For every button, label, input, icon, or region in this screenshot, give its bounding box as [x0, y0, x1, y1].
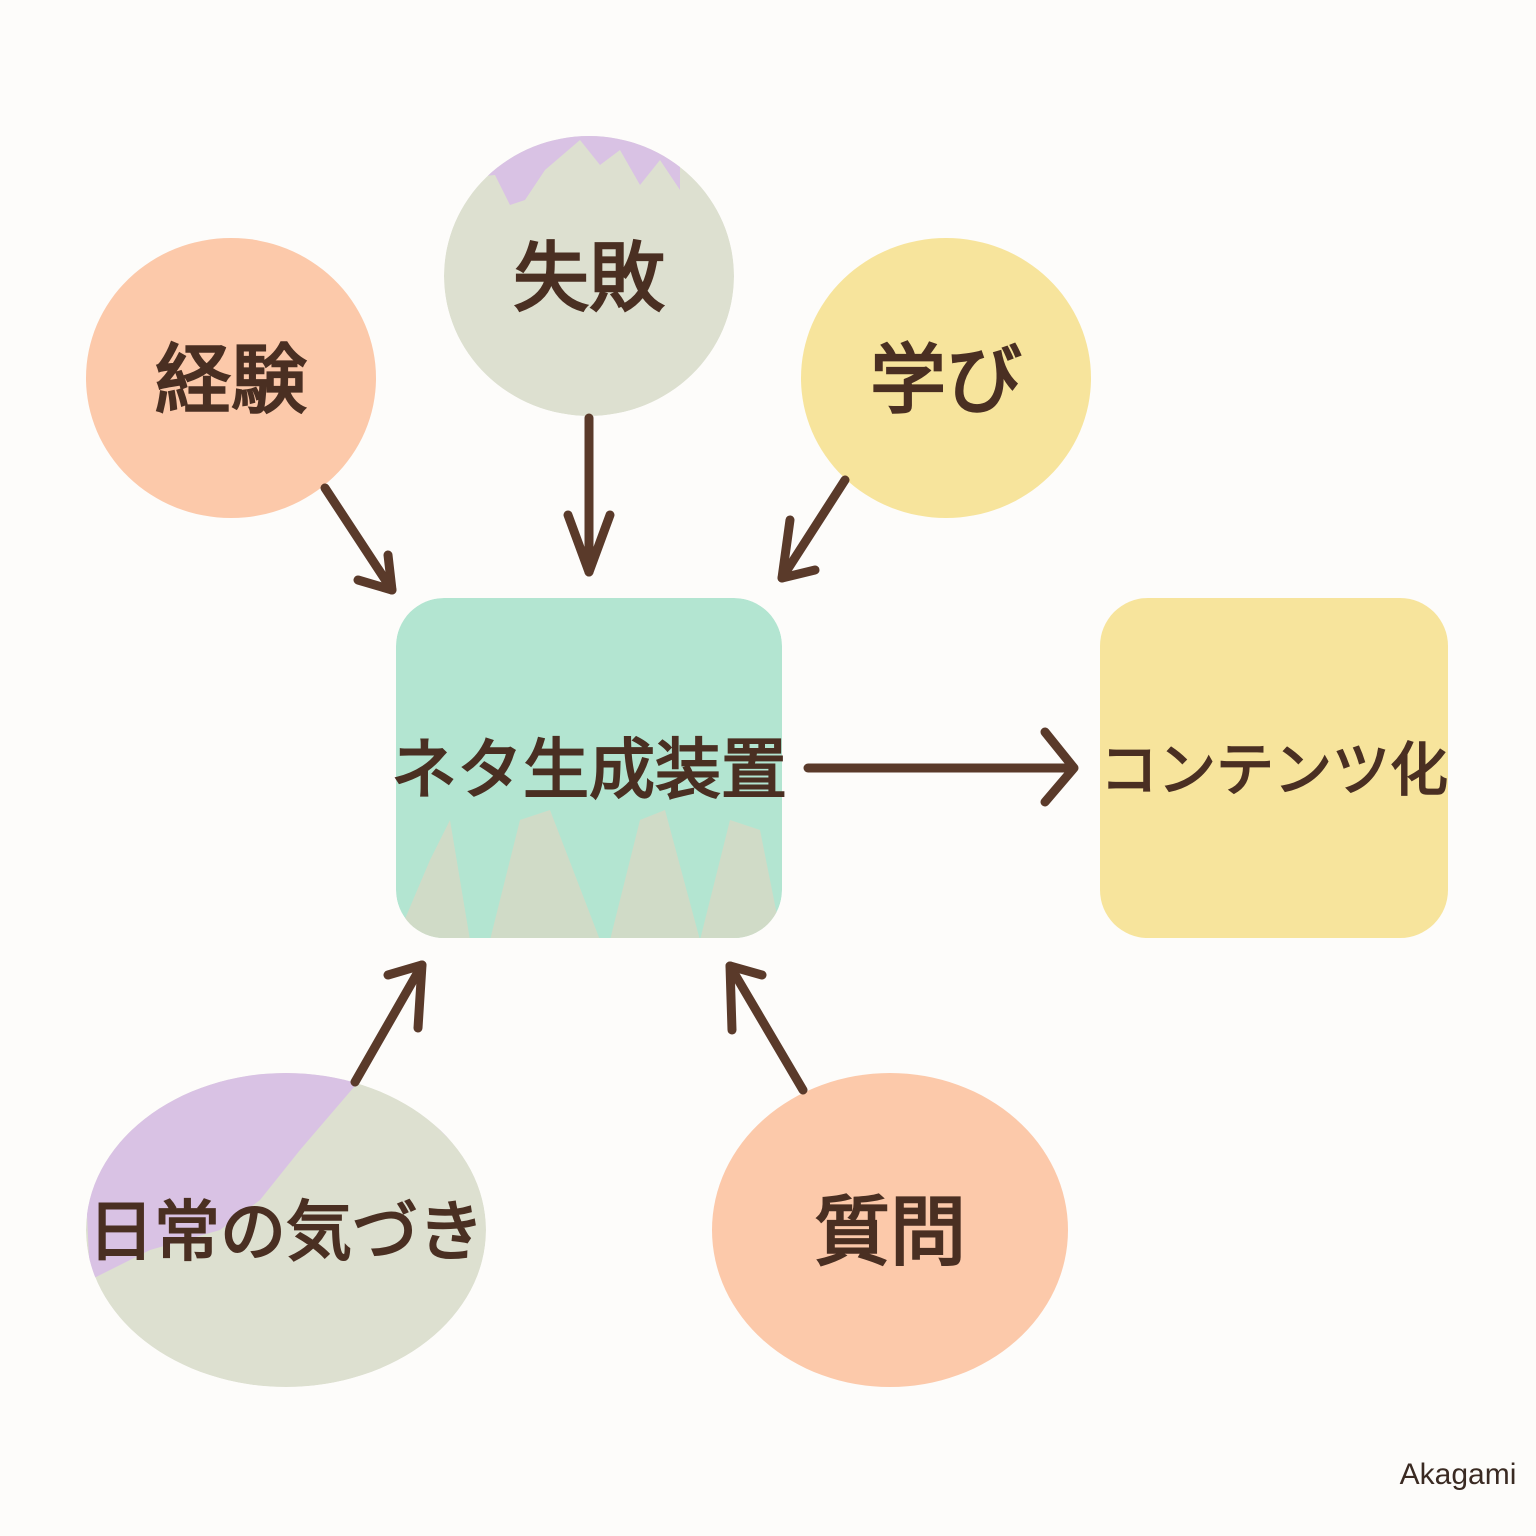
node-experience: 経験 — [86, 238, 376, 518]
node-idea-generator: ネタ生成装置 — [391, 598, 787, 938]
node-failure-shape — [444, 136, 734, 416]
arrow-generator-to-content — [803, 727, 1079, 807]
node-question: 質問 — [712, 1073, 1068, 1387]
node-daily-noticing: 日常の気づき — [86, 1073, 486, 1387]
arrow-daily-to-generator — [350, 960, 427, 1087]
node-content-label: コンテンツ化 — [1100, 736, 1448, 804]
node-daily-noticing-accent — [86, 1073, 470, 1280]
node-learning-label: 学び — [870, 336, 1022, 425]
node-idea-generator-accent — [396, 810, 782, 938]
node-failure-label: 失敗 — [513, 234, 666, 323]
node-experience-label: 経験 — [155, 336, 308, 425]
arrow-experience-to-generator — [320, 483, 397, 595]
node-failure: 失敗 — [444, 136, 734, 416]
arrow-failure-to-generator — [563, 413, 615, 577]
signature: Akagami — [1400, 1458, 1517, 1491]
node-learning-shape — [801, 238, 1091, 518]
node-question-label: 質問 — [814, 1188, 966, 1277]
node-question-shape — [712, 1073, 1068, 1387]
arrow-learning-to-generator — [777, 475, 850, 583]
node-content-shape — [1100, 598, 1448, 938]
arrow-question-to-generator — [725, 961, 808, 1095]
node-experience-shape — [86, 238, 376, 518]
node-idea-generator-label: ネタ生成装置 — [391, 732, 787, 809]
node-idea-generator-shape — [396, 598, 782, 938]
node-content: コンテンツ化 — [1100, 598, 1448, 938]
node-daily-noticing-label: 日常の気づき — [88, 1194, 484, 1271]
node-learning: 学び — [801, 238, 1091, 518]
